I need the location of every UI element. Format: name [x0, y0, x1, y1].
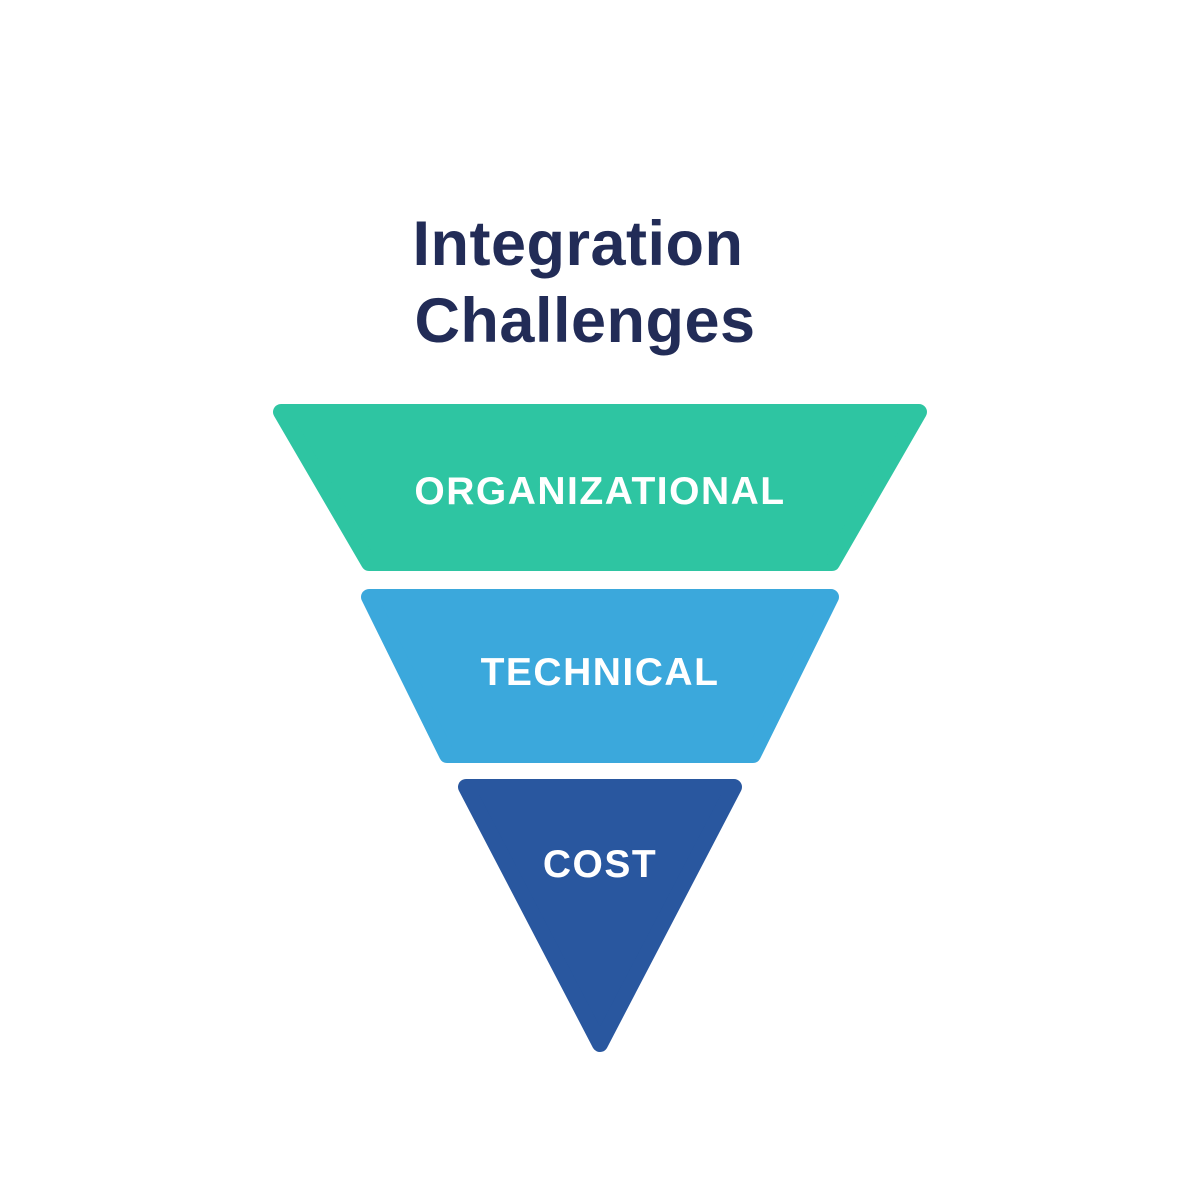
funnel-level-organizational — [273, 404, 927, 571]
funnel-level-technical-label: TECHNICAL — [481, 651, 720, 694]
diagram-title-line1: Integration — [413, 209, 744, 279]
funnel-level-cost — [458, 779, 742, 1052]
funnel-level-cost-label: COST — [543, 843, 657, 886]
funnel-level-technical — [361, 589, 839, 763]
diagram-title-line2: Challenges — [414, 286, 755, 356]
funnel-level-organizational-label: ORGANIZATIONAL — [414, 470, 785, 513]
